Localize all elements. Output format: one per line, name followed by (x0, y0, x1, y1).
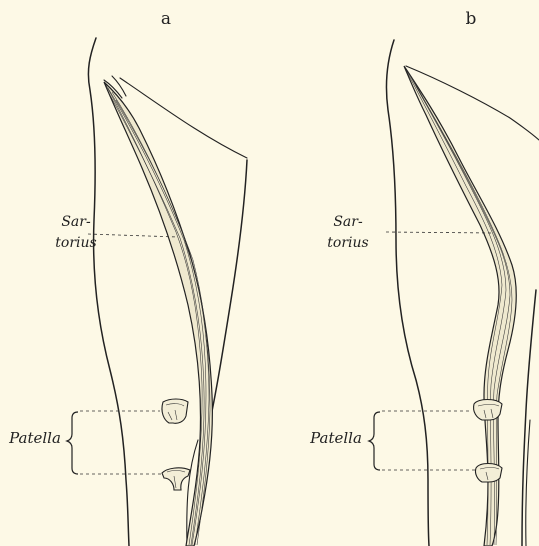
panel-a: a (8, 9, 247, 546)
panel-b-letter: b (466, 9, 477, 29)
panel-b-lateral-outline (522, 290, 536, 546)
panel-b-sartorius-label-2: torius (327, 235, 368, 251)
panel-b-patella-label: Patella (309, 429, 362, 447)
panel-a-patella-upper (162, 399, 188, 423)
panel-a-patella-brace (67, 412, 78, 474)
panel-b-patella-lower (475, 464, 502, 483)
panel-a-letter: a (161, 9, 171, 29)
panel-a-patella-lower (162, 468, 190, 490)
panel-a-sartorius-label-2: torius (55, 235, 96, 251)
panel-b: b Sar- torius (309, 9, 539, 546)
panel-a-sartorius-label-1: Sar- (61, 214, 91, 230)
panel-a-patella-label: Patella (8, 429, 61, 447)
panel-a-sartorius-leader (88, 234, 178, 237)
panel-b-patella-upper (474, 400, 502, 421)
panel-b-patella-brace (369, 412, 380, 470)
panel-b-sartorius-leader (386, 232, 494, 233)
panel-b-sartorius-label-1: Sar- (333, 214, 363, 230)
